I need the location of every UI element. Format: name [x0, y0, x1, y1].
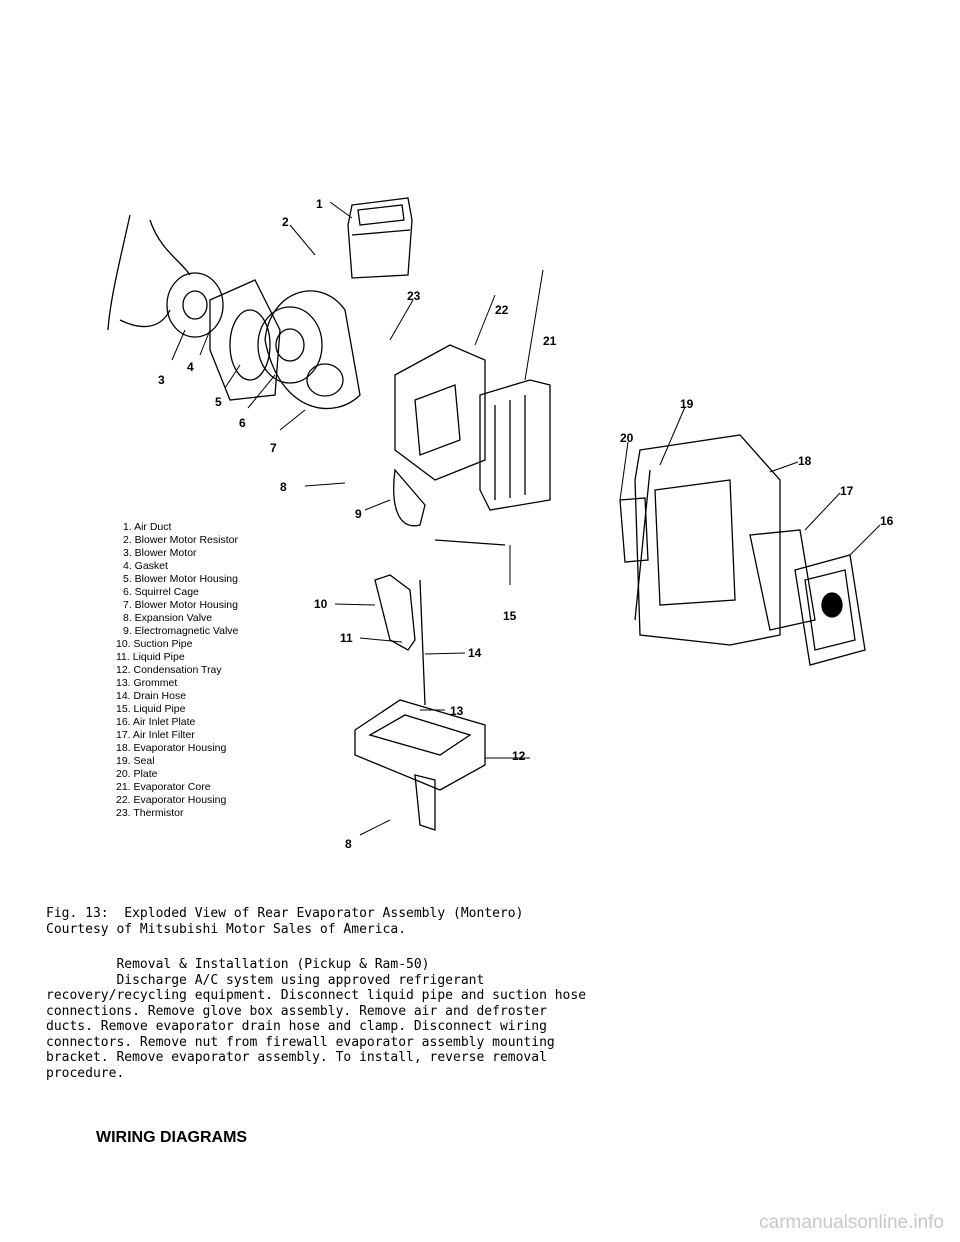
- callout-label: 1: [316, 197, 323, 211]
- procedure-line: Discharge A/C system using approved refr…: [46, 972, 485, 988]
- blower-motor-housing-drawing: [209, 279, 281, 401]
- caption-title: Fig. 13: Exploded View of Rear Evaporato…: [46, 906, 524, 921]
- legend-item: 9. Electromagnetic Valve: [123, 625, 239, 637]
- legend-item: 1. Air Duct: [123, 521, 172, 533]
- callout-label: 14: [468, 646, 482, 660]
- legend-item: 12. Condensation Tray: [116, 664, 222, 676]
- legend-item: 16. Air Inlet Plate: [116, 716, 196, 728]
- callout-label: 3: [158, 373, 165, 387]
- callout-label: 20: [620, 431, 634, 445]
- procedure-line: connectors. Remove nut from firewall eva…: [46, 1034, 555, 1050]
- legend-item: 23. Thermistor: [116, 807, 184, 819]
- callout-numbers: 1 2 3 4 5 6 7 8 9 10 11 12 13 14 15 16 1…: [158, 197, 894, 851]
- callout-label: 18: [798, 454, 812, 468]
- exploded-view-figure: 1 2 3 4 5 6 7 8 9 10 11 12 13 14 15 16 1…: [90, 180, 930, 870]
- procedure-line: connections. Remove glove box assembly. …: [46, 1003, 547, 1019]
- legend-item: 13. Grommet: [116, 677, 177, 689]
- watermark: carmanualsonline.info: [759, 1212, 944, 1233]
- callout-label: 10: [314, 597, 328, 611]
- procedure-heading: Removal & Installation (Pickup & Ram-50): [46, 957, 430, 972]
- callout-label: 2: [282, 215, 289, 229]
- leader-lines: [171, 201, 881, 836]
- air-duct-drawing: [347, 197, 413, 279]
- callout-label: 4: [187, 360, 194, 374]
- callout-label: 7: [270, 441, 277, 455]
- evaporator-housing-22-drawing: [394, 344, 486, 481]
- legend-item: 11. Liquid Pipe: [116, 651, 185, 663]
- evaporator-core-drawing: [479, 379, 551, 511]
- callout-label: 22: [495, 303, 509, 317]
- expansion-valve-drawing: [393, 468, 426, 527]
- legend-item: 19. Seal: [116, 755, 155, 767]
- legend-item: 8. Expansion Valve: [123, 612, 212, 624]
- legend-item: 4. Gasket: [123, 560, 168, 572]
- legend-item: 2. Blower Motor Resistor: [123, 534, 238, 546]
- callout-label: 6: [239, 416, 246, 430]
- plate-and-seal-drawing: [619, 469, 651, 621]
- callout-label: 19: [680, 397, 694, 411]
- callout-label: 16: [880, 514, 894, 528]
- callout-label: 13: [450, 704, 464, 718]
- evaporator-diagram: 1 2 3 4 5 6 7 8 9 10 11 12 13 14 15 16 1…: [107, 197, 894, 851]
- callout-label: 8: [280, 480, 287, 494]
- condensation-tray-drawing: [354, 699, 486, 831]
- legend-item: 15. Liquid Pipe: [116, 703, 186, 715]
- procedure-text: Removal & Installation (Pickup & Ram-50)…: [46, 957, 586, 1081]
- legend-item: 17. Air Inlet Filter: [116, 729, 195, 741]
- procedure-line: ducts. Remove evaporator drain hose and …: [46, 1019, 547, 1034]
- legend-item: 5. Blower Motor Housing: [123, 573, 238, 585]
- figure-caption: Fig. 13: Exploded View of Rear Evaporato…: [46, 906, 523, 937]
- evaporator-housing-18-drawing: [634, 434, 781, 646]
- legend-item: 3. Blower Motor: [123, 547, 197, 559]
- callout-label: 15: [503, 609, 517, 623]
- blower-motor-drawing: [107, 214, 224, 338]
- legend-item: 22. Evaporator Housing: [116, 794, 226, 806]
- callout-label: 8: [345, 837, 352, 851]
- parts-legend: 1. Air Duct 2. Blower Motor Resistor 3. …: [116, 521, 239, 819]
- callout-label: 9: [355, 507, 362, 521]
- suction-liquid-pipes-drawing: [374, 539, 506, 706]
- callout-label: 12: [512, 749, 526, 763]
- callout-label: 23: [407, 289, 421, 303]
- callout-label: 21: [543, 334, 557, 348]
- callout-label: 17: [840, 484, 854, 498]
- procedure-line: recovery/recycling equipment. Disconnect…: [46, 988, 587, 1003]
- legend-item: 21. Evaporator Core: [116, 781, 211, 793]
- procedure-line: bracket. Remove evaporator assembly. To …: [46, 1050, 547, 1065]
- callout-label: 11: [340, 631, 353, 645]
- legend-item: 20. Plate: [116, 768, 158, 780]
- procedure-line: procedure.: [46, 1065, 125, 1081]
- callout-label: 5: [215, 395, 222, 409]
- legend-item: 18. Evaporator Housing: [116, 742, 226, 754]
- legend-item: 14. Drain Hose: [116, 690, 186, 702]
- air-inlet-filter-drawing: [749, 529, 816, 631]
- legend-item: 6. Squirrel Cage: [123, 586, 199, 598]
- air-inlet-plate-drawing: [794, 554, 866, 666]
- legend-item: 10. Suction Pipe: [116, 638, 193, 650]
- blower-housing-drawing: [264, 290, 361, 410]
- section-heading: WIRING DIAGRAMS: [96, 1129, 248, 1146]
- squirrel-cage-drawing: [257, 306, 323, 384]
- legend-item: 7. Blower Motor Housing: [123, 599, 238, 611]
- caption-credit: Courtesy of Mitsubishi Motor Sales of Am…: [46, 921, 407, 937]
